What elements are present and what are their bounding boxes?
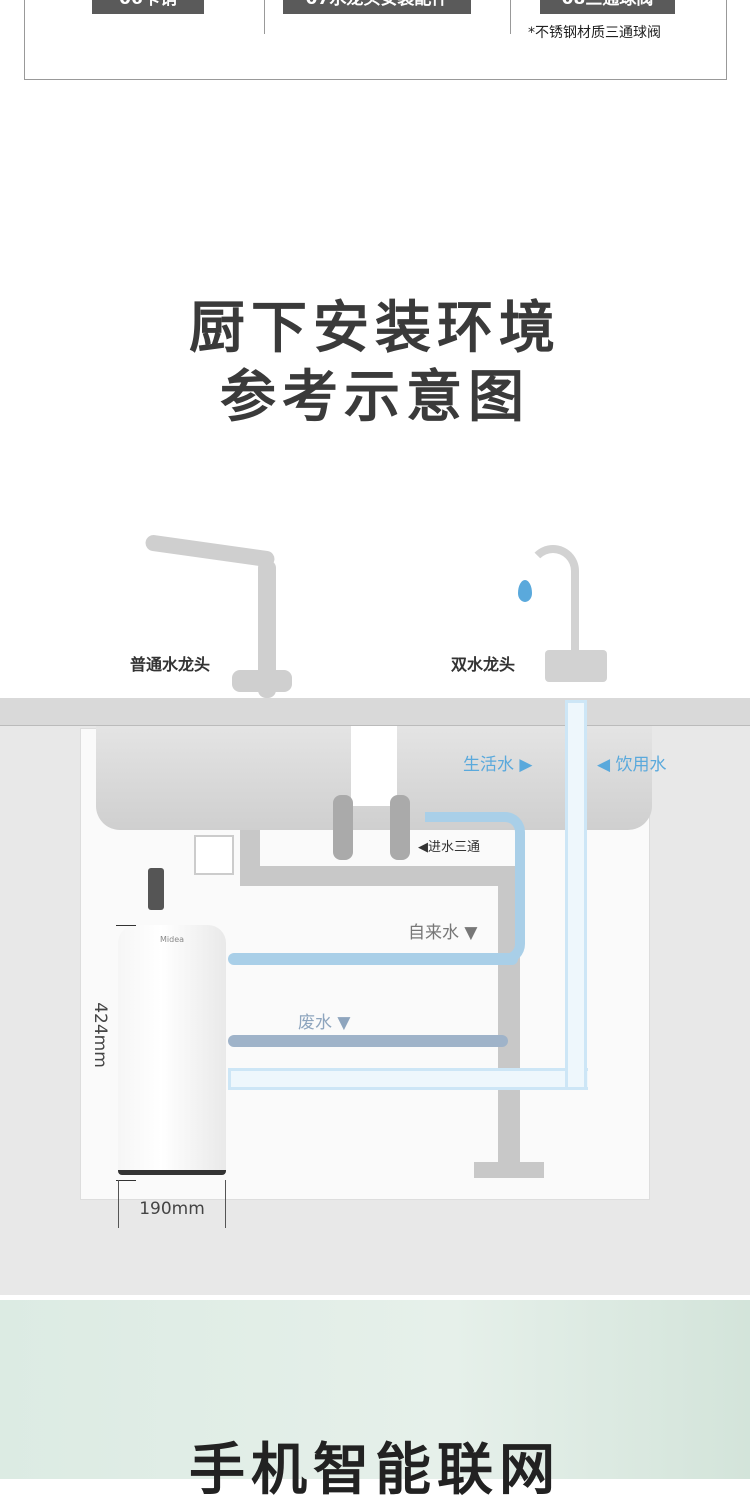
accessory-tag: 06卡销 (92, 0, 204, 14)
countertop (0, 698, 750, 726)
inlet-tee-label: ◀进水三通 (418, 840, 480, 855)
next-section-bg (0, 1300, 750, 1479)
section-subtitle: 参考示意图 (220, 365, 530, 430)
normal-faucet-label: 普通水龙头 (130, 655, 211, 674)
drain-pipe (240, 866, 520, 886)
tap-water-label: 自来水 ▼ (408, 923, 478, 943)
life-water-label: 生活水 ▶ (463, 755, 533, 775)
drinking-water-label: ◀ 饮用水 (597, 755, 667, 775)
water-purifier (118, 925, 226, 1175)
height-dimension: 424mm (90, 1002, 110, 1068)
dual-faucet-base (545, 650, 607, 682)
pure-water-pipe (228, 1068, 588, 1090)
dual-faucet-label: 双水龙头 (451, 655, 516, 674)
dimension-line (116, 1180, 136, 1181)
width-dimension: 190mm (139, 1199, 205, 1219)
divider (510, 0, 511, 34)
accessories-box (24, 0, 727, 80)
dimension-line (118, 1180, 119, 1228)
normal-faucet-spout (144, 534, 276, 568)
power-socket (194, 835, 234, 875)
waste-water-label: 废水 ▼ (298, 1013, 351, 1033)
dimension-line (116, 925, 136, 926)
normal-faucet-base (232, 670, 292, 692)
brand-logo: Midea (160, 935, 185, 944)
divider (264, 0, 265, 34)
dual-faucet (527, 545, 579, 655)
drain-pipe (498, 866, 520, 1166)
next-section-title: 手机智能联网 (189, 1438, 561, 1503)
dimension-line (225, 1180, 226, 1228)
normal-faucet (258, 560, 276, 698)
inlet-tee-valve (390, 795, 410, 860)
section-title: 厨下安装环境 (189, 296, 561, 361)
tap-water-pipe (228, 953, 518, 965)
accessory-tag: 07水龙头安装配件 (283, 0, 471, 14)
accessory-note: *不锈钢材质三通球阀 (528, 25, 661, 41)
sink-divider (351, 726, 397, 806)
accessory-tag: 08三通球阀 (540, 0, 675, 14)
pure-water-pipe (565, 700, 587, 1090)
drain-base (474, 1162, 544, 1178)
angle-valve (333, 795, 353, 860)
water-drop-icon (518, 580, 532, 602)
waste-water-pipe (228, 1035, 508, 1047)
power-adapter (148, 868, 164, 910)
